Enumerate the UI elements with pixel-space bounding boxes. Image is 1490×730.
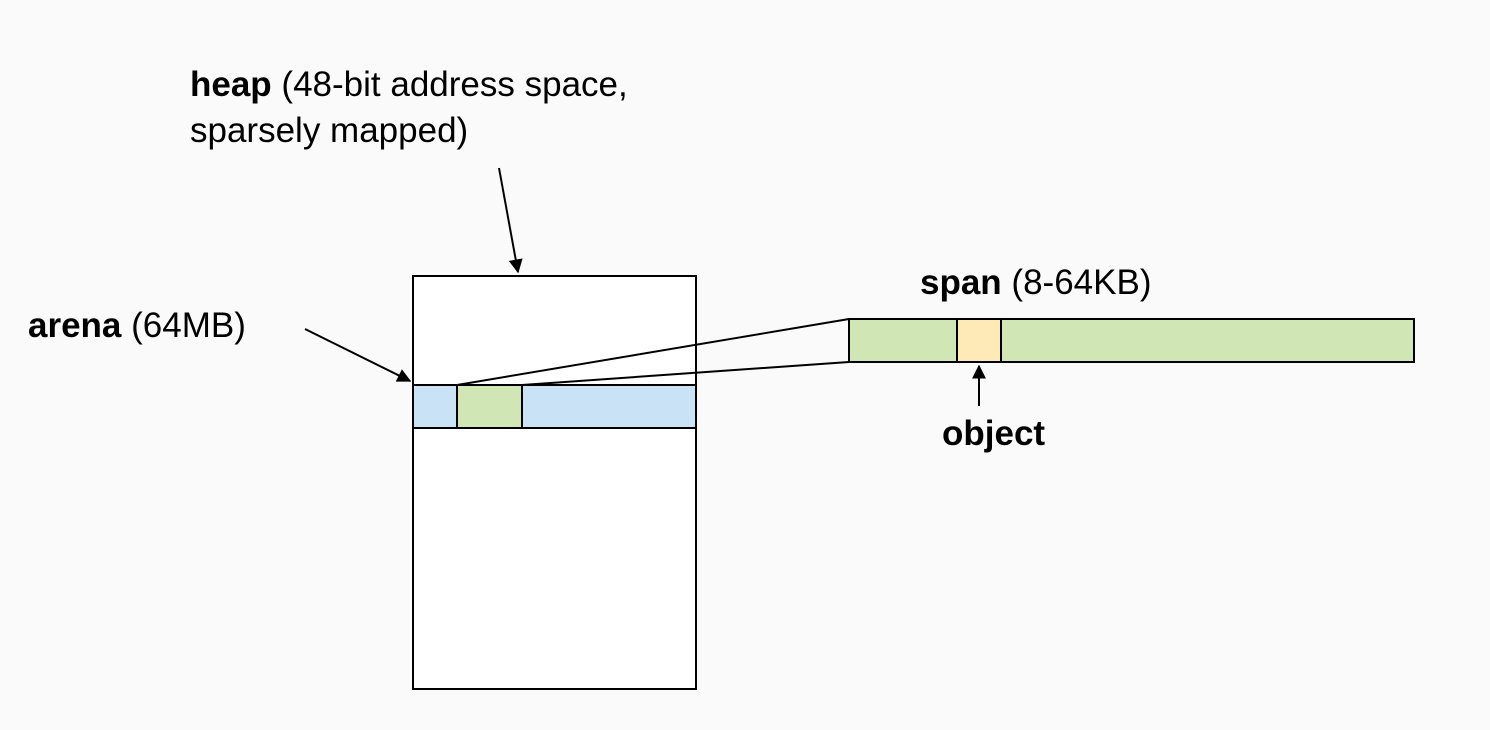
heap-arrow (498, 167, 523, 274)
heap-label: heap (48-bit address space, sparsely map… (190, 62, 628, 154)
heap-block (412, 275, 697, 690)
object-label: object (942, 414, 1046, 453)
arena-strip (412, 384, 697, 429)
span-label-bold: span (920, 263, 1002, 302)
arena-arrow (304, 328, 412, 382)
heap-label-detail: (48-bit address space, (271, 65, 628, 104)
zoom-line-top (456, 318, 850, 386)
span-label-detail: (8-64KB) (1001, 263, 1152, 302)
object-cell (956, 318, 1002, 363)
zoom-line-bottom (521, 361, 850, 386)
arena-label-bold: arena (28, 306, 122, 345)
span-label: span (8-64KB) (920, 260, 1151, 306)
span-expanded (848, 318, 1415, 363)
heap-label-line2: sparsely mapped) (190, 111, 469, 150)
arena-label: arena (64MB) (28, 303, 246, 349)
arena-label-detail: (64MB) (121, 306, 246, 345)
span-in-arena (456, 384, 523, 429)
heap-label-bold: heap (190, 65, 272, 104)
